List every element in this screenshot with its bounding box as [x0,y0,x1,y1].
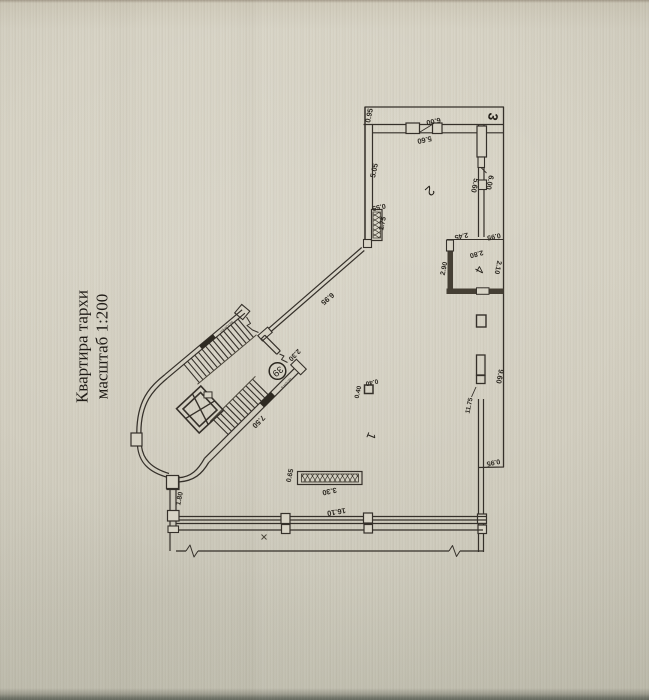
svg-text:0.40: 0.40 [365,377,379,387]
svg-text:16.10: 16.10 [326,506,346,518]
svg-text:6.95: 6.95 [319,291,336,307]
svg-text:1: 1 [363,430,379,442]
svg-text:1.80: 1.80 [175,491,185,506]
svg-text:0.95: 0.95 [486,231,501,241]
svg-text:2: 2 [422,183,438,199]
svg-text:6.00: 6.00 [425,116,441,128]
svg-text:7.50: 7.50 [250,413,267,430]
svg-text:1.75: 1.75 [378,216,388,231]
svg-text:0.65: 0.65 [286,468,296,483]
svg-text:11.75: 11.75 [464,397,474,414]
svg-text:0.95: 0.95 [486,457,501,467]
svg-text:3.30: 3.30 [321,486,337,498]
svg-text:5.05: 5.05 [368,162,380,178]
svg-text:0.40: 0.40 [354,385,364,399]
svg-text:6.00: 6.00 [484,174,496,190]
svg-text:39: 39 [270,363,285,378]
svg-text:2.80: 2.80 [469,248,484,258]
svg-text:5.60: 5.60 [469,177,481,193]
svg-text:0.55: 0.55 [371,202,386,212]
svg-text:3: 3 [485,112,501,122]
svg-text:5.60: 5.60 [416,134,432,146]
svg-text:2.90: 2.90 [440,261,450,276]
svg-text:4: 4 [472,264,488,277]
svg-text:2.45: 2.45 [454,231,469,241]
svg-text:9.60: 9.60 [494,368,506,384]
svg-text:0.95: 0.95 [363,107,375,123]
svg-text:2.30: 2.30 [287,347,302,362]
svg-text:2.10: 2.10 [493,260,503,275]
